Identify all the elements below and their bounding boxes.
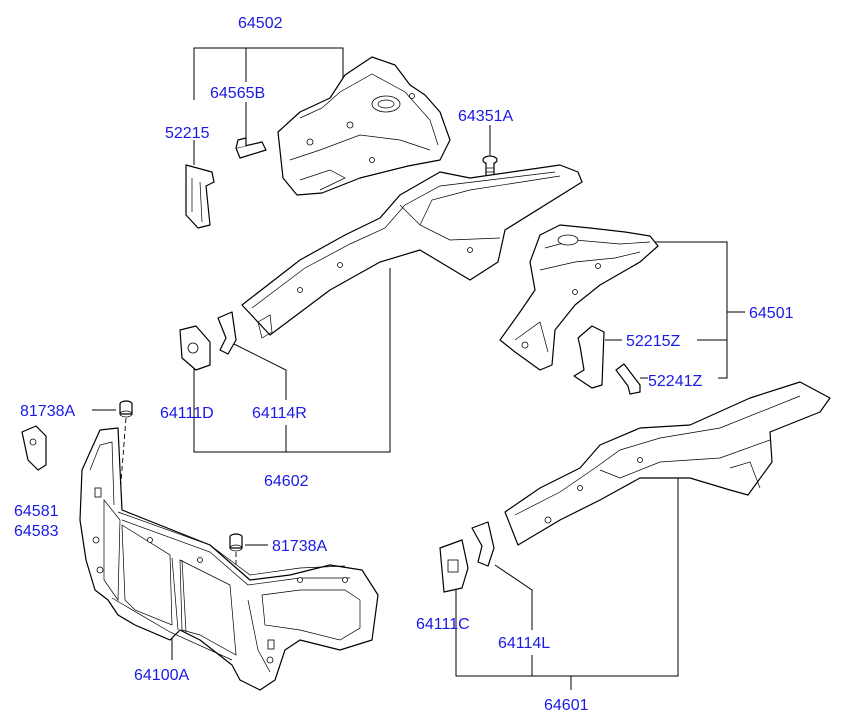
label-64502: 64502 bbox=[238, 15, 283, 32]
label-64111D: 64111D bbox=[160, 405, 214, 422]
part-64601-side-member bbox=[504, 381, 831, 546]
part-64502-apron bbox=[277, 56, 451, 196]
part-81738A-right-grommet bbox=[229, 533, 243, 552]
part-52215Z-bracket bbox=[573, 325, 605, 389]
label-64583: 64583 bbox=[14, 523, 59, 540]
label-64351A: 64351A bbox=[458, 108, 513, 125]
part-64501-apron bbox=[499, 224, 659, 371]
part-81738A-left-grommet bbox=[119, 400, 133, 418]
label-64602: 64602 bbox=[264, 473, 309, 490]
label-64601: 64601 bbox=[544, 697, 589, 714]
part-labels: 64502 64565B 52215 64351A 64501 52215Z 5… bbox=[14, 15, 794, 714]
part-64581-bracket bbox=[21, 425, 47, 471]
label-52241Z: 52241Z bbox=[648, 373, 702, 390]
part-64114L-bracket bbox=[471, 521, 495, 567]
part-52241Z-bracket bbox=[615, 363, 641, 395]
label-64565B: 64565B bbox=[210, 85, 265, 102]
label-64114L: 64114L bbox=[498, 635, 550, 652]
part-64100A-carrier bbox=[79, 427, 379, 691]
part-64565B-bracket bbox=[235, 137, 267, 159]
part-52215-bracket bbox=[185, 164, 215, 229]
part-64111C-plate bbox=[439, 539, 469, 593]
leader-lines bbox=[92, 47, 745, 690]
part-64111D-plate bbox=[179, 325, 211, 371]
part-64602-side-member bbox=[241, 164, 583, 339]
label-64581: 64581 bbox=[14, 503, 59, 520]
label-81738A-right: 81738A bbox=[272, 538, 327, 555]
label-64114R: 64114R bbox=[252, 405, 307, 422]
label-64100A: 64100A bbox=[134, 667, 189, 684]
label-64111C: 64111C bbox=[416, 616, 470, 633]
part-64114R-bracket bbox=[217, 311, 237, 355]
label-52215Z: 52215Z bbox=[626, 333, 680, 350]
label-81738A-left: 81738A bbox=[20, 403, 75, 420]
label-64501: 64501 bbox=[749, 305, 794, 322]
label-52215: 52215 bbox=[165, 125, 210, 142]
